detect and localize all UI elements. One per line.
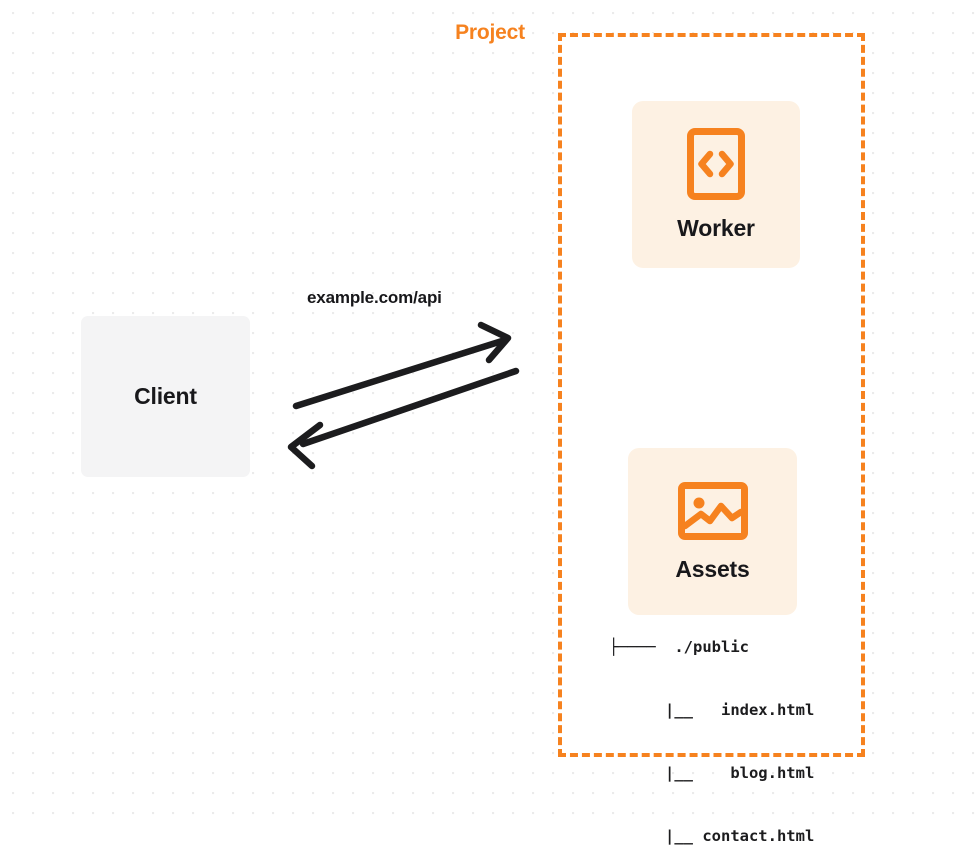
file-tree-line: |__ blog.html xyxy=(609,764,815,782)
node-client[interactable]: Client xyxy=(81,316,250,477)
node-worker-label: Worker xyxy=(677,215,755,241)
connection-label: example.com/api xyxy=(307,288,442,307)
assets-file-tree: ├──── ./public |__ index.html |__ blog.h… xyxy=(609,616,814,868)
response-arrow xyxy=(287,367,520,470)
file-tree-line: ├──── ./public xyxy=(609,638,749,656)
code-brackets-icon xyxy=(687,128,745,200)
project-title: Project xyxy=(448,21,532,45)
node-assets-label: Assets xyxy=(675,556,750,582)
diagram-canvas: Client example.com/api Project Worker xyxy=(0,0,980,845)
file-tree-line: |__ index.html xyxy=(609,701,815,719)
node-assets[interactable]: Assets xyxy=(628,448,797,615)
image-picture-icon xyxy=(677,482,748,540)
file-tree-line: |__ contact.html xyxy=(609,827,815,845)
request-arrow xyxy=(292,321,512,410)
node-client-label: Client xyxy=(134,383,197,409)
node-worker[interactable]: Worker xyxy=(632,101,800,268)
